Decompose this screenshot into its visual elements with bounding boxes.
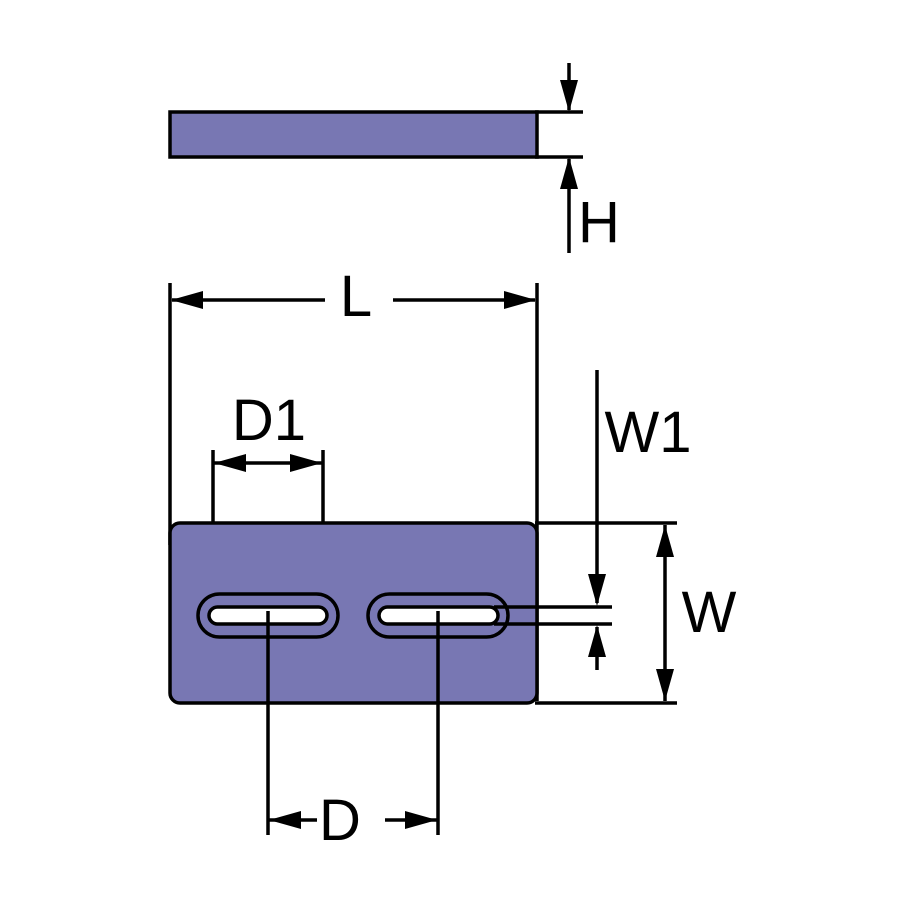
l-arrow-left-icon xyxy=(171,291,203,309)
label-slot-length: D1 xyxy=(232,388,306,453)
d1-arrow-right-icon xyxy=(290,454,322,472)
label-plate-width: W xyxy=(682,580,737,645)
d1-arrow-left-icon xyxy=(214,454,246,472)
side-view xyxy=(168,110,583,159)
plate-side-profile xyxy=(168,110,539,159)
top-view xyxy=(168,521,677,835)
h-dimension: H xyxy=(560,63,620,255)
w-dimension: W xyxy=(656,525,737,701)
w1-arrow-down-icon xyxy=(588,574,606,606)
d-arrow-right-icon xyxy=(405,811,437,829)
h-arrow-up-icon xyxy=(560,157,578,189)
plate-top-view xyxy=(168,521,539,705)
l-dimension: L xyxy=(168,264,539,701)
d-arrow-left-icon xyxy=(269,811,301,829)
d-dimension: D xyxy=(269,788,437,853)
w-arrow-down-icon xyxy=(656,669,674,701)
l-arrow-right-icon xyxy=(504,291,536,309)
w1-arrow-up-icon xyxy=(588,625,606,657)
label-slot-spacing: D xyxy=(319,788,361,853)
label-length: L xyxy=(340,264,372,329)
w-arrow-up-icon xyxy=(656,525,674,557)
h-arrow-down-icon xyxy=(560,80,578,112)
label-slot-width: W1 xyxy=(605,400,692,465)
w1-dimension: W1 xyxy=(588,370,692,670)
label-thickness: H xyxy=(578,190,620,255)
